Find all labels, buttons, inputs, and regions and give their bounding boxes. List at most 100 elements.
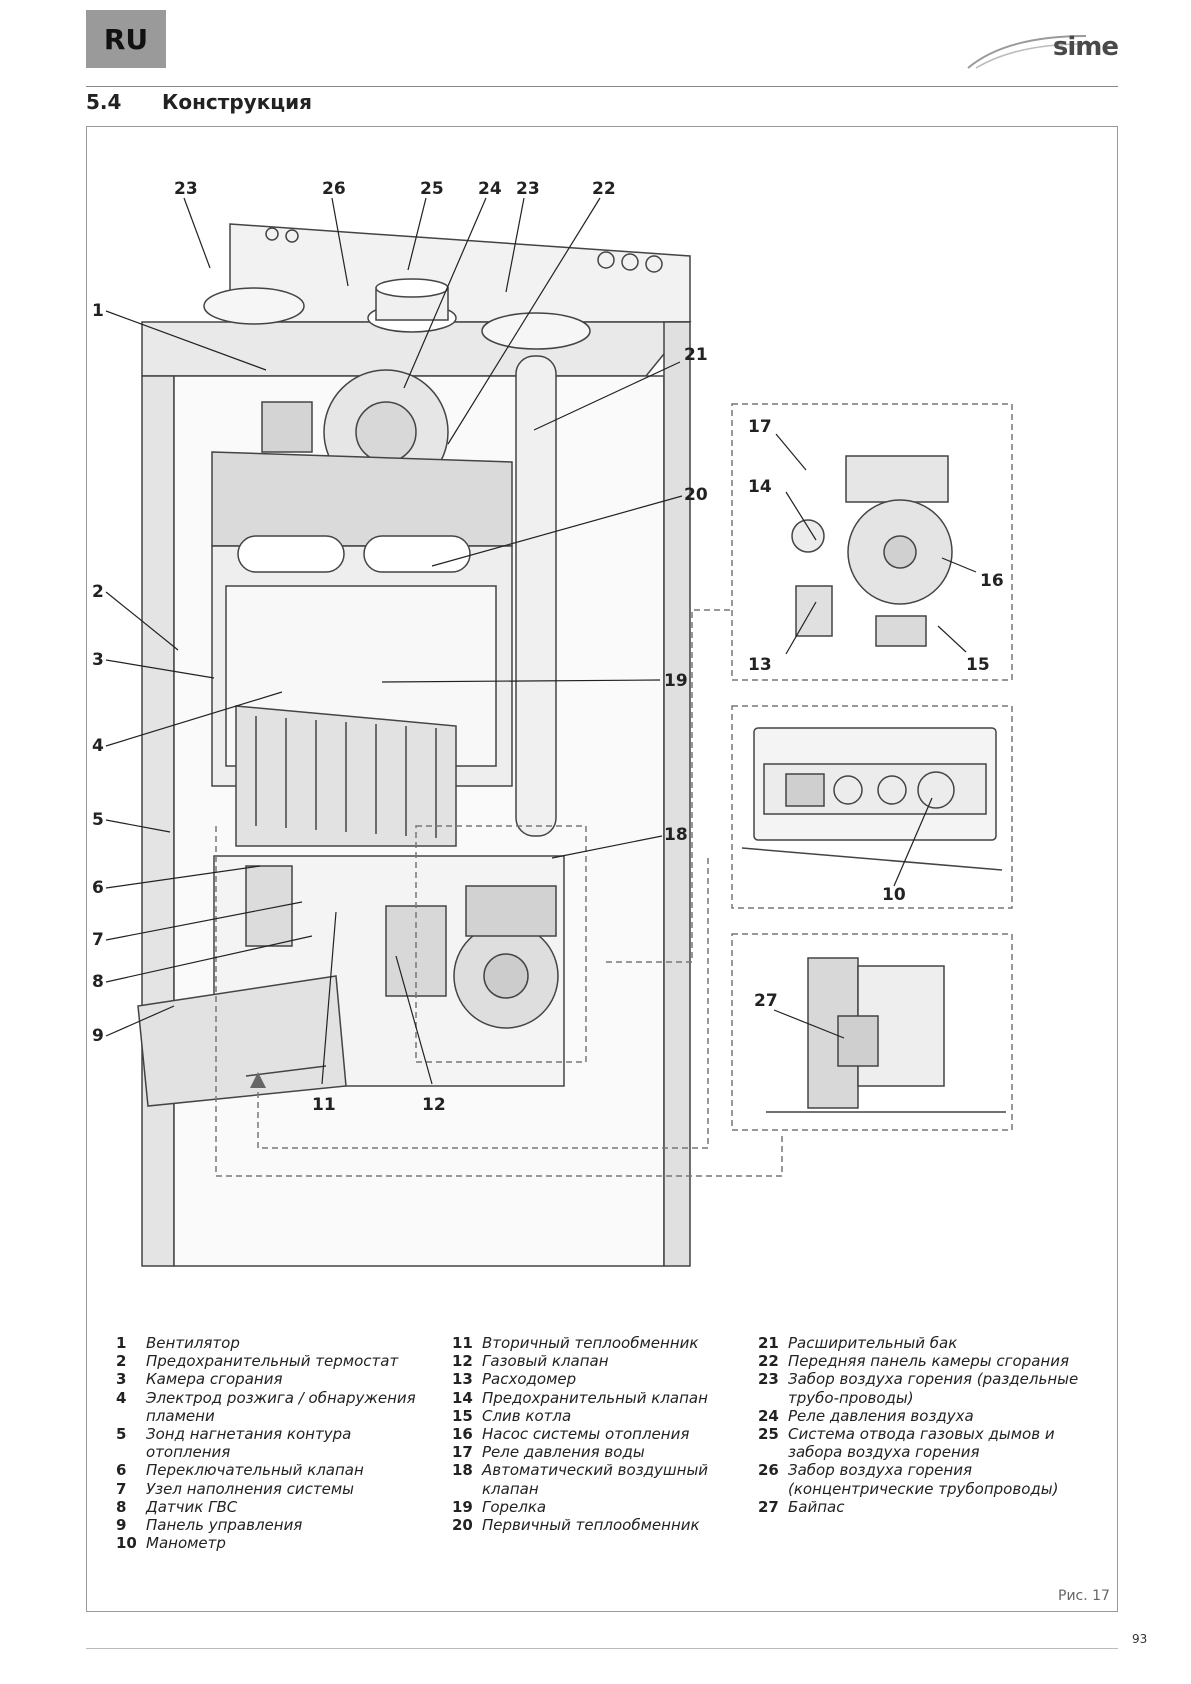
legend-text: Панель управления (146, 1516, 303, 1535)
legend-text: Первичный теплообменник (482, 1516, 700, 1535)
legend-number: 26 (758, 1461, 779, 1480)
legend-item: 3 Камера сгорания (116, 1370, 436, 1388)
legend-item: 12 Газовый клапан (452, 1352, 752, 1370)
top-air-inlets (203, 278, 591, 350)
callout-22: 22 (592, 179, 616, 199)
header-rule (86, 86, 1118, 87)
legend-text: Предохранительный термостат (146, 1352, 399, 1371)
legend-column-2: 11 Вторичный теплообменник 12 Газовый клап… (452, 1334, 752, 1534)
callout-26: 26 (322, 179, 346, 199)
legend-text: Реле давления воды (482, 1443, 645, 1462)
callout-3: 3 (92, 650, 104, 670)
legend-number: 12 (452, 1352, 473, 1371)
callout-25: 25 (420, 179, 444, 199)
legend-text: Газовый клапан (482, 1352, 609, 1371)
control-panel (137, 975, 347, 1107)
legend-number: 23 (758, 1370, 779, 1389)
callout-27: 27 (754, 991, 778, 1011)
callout-13: 13 (748, 655, 772, 675)
callout-14: 14 (748, 477, 772, 497)
legend-number: 22 (758, 1352, 779, 1371)
legend-item: 20 Первичный теплообменник (452, 1516, 752, 1534)
logo-swoosh-icon (967, 35, 1087, 69)
legend-number: 13 (452, 1370, 473, 1389)
legend-text: Расширительный бак (788, 1334, 958, 1352)
legend-number: 2 (116, 1352, 127, 1371)
legend-number: 10 (116, 1534, 137, 1553)
callout-20: 20 (684, 485, 708, 505)
legend-number: 14 (452, 1388, 473, 1407)
legend-number: 27 (758, 1497, 779, 1516)
legend-text: Узел наполнения системы (146, 1479, 355, 1498)
legend-text: Датчик ГВС (146, 1497, 238, 1516)
callout-2: 2 (92, 582, 104, 602)
legend-text: Вторичный теплообменник (482, 1334, 699, 1352)
legend-text: Манометр (146, 1534, 226, 1553)
callout-6: 6 (92, 878, 104, 898)
callout-18: 18 (664, 825, 688, 845)
legend-item: 10 Манометр (116, 1534, 436, 1552)
legend-number: 4 (116, 1388, 127, 1407)
page-number: 93 (1132, 1632, 1148, 1646)
callout-9: 9 (92, 1026, 104, 1046)
burner (235, 705, 457, 847)
inset-pump (791, 455, 953, 647)
logo-text: sime (1052, 32, 1119, 62)
boiler-construction-diagram: 1 2 3 4 5 6 7 8 9 10 11 12 13 14 15 16 1… (92, 179, 1013, 1267)
callout-23-right: 23 (516, 179, 540, 199)
legend-number: 20 (452, 1516, 473, 1535)
legend-item: 4 Электрод розжига / обнаружения пламени (116, 1389, 436, 1425)
up-arrow-icon (250, 1072, 266, 1088)
legend-number: 19 (452, 1497, 473, 1516)
figure-frame (86, 126, 1118, 1612)
legend-text: Расходомер (482, 1370, 577, 1389)
legend-number: 11 (452, 1334, 473, 1352)
callout-16: 16 (980, 571, 1004, 591)
legend-number: 5 (116, 1425, 127, 1444)
legend-item: 23 Забор воздуха горения (раздельные труб… (758, 1370, 1106, 1406)
legend-number: 15 (452, 1406, 473, 1425)
callout-7: 7 (92, 930, 104, 950)
legend-item: 13 Расходомер (452, 1370, 752, 1388)
legend-text: Горелка (482, 1497, 547, 1516)
legend-text: Насос системы отопления (482, 1425, 690, 1444)
legend-number: 18 (452, 1461, 473, 1480)
callout-19: 19 (664, 671, 688, 691)
callout-12: 12 (422, 1095, 446, 1115)
footer-rule (86, 1648, 1118, 1649)
legend-text: Переключательный клапан (146, 1461, 364, 1480)
legend-number: 24 (758, 1406, 779, 1425)
legend-number: 9 (116, 1516, 127, 1535)
section-number: 5.4 (86, 90, 122, 114)
legend-number: 25 (758, 1425, 779, 1444)
legend-item: 7 Узел наполнения системы (116, 1480, 436, 1498)
inset-bypass (766, 957, 1006, 1113)
legend-text: Забор воздуха горения (раздельные трубо-… (788, 1370, 1079, 1407)
callout-8: 8 (92, 972, 104, 992)
language-badge: RU (86, 10, 166, 68)
legend-item: 18 Автоматический воздушный клапан (452, 1461, 752, 1497)
legend-number: 1 (116, 1334, 127, 1352)
legend-text: Камера сгорания (146, 1370, 283, 1389)
legend-text: Электрод розжига / обнаружения пламени (146, 1388, 416, 1425)
callout-11: 11 (312, 1095, 336, 1115)
callout-17: 17 (748, 417, 772, 437)
callout-21: 21 (684, 345, 708, 365)
legend-text: Слив котла (482, 1406, 572, 1425)
legend-number: 3 (116, 1370, 127, 1389)
legend-text: Зонд нагнетания контура отопления (146, 1425, 352, 1462)
expansion-tank (515, 355, 557, 837)
legend-number: 7 (116, 1479, 127, 1498)
legend-item: 19 Горелка (452, 1498, 752, 1516)
legend-text: Автоматический воздушный клапан (482, 1461, 709, 1498)
